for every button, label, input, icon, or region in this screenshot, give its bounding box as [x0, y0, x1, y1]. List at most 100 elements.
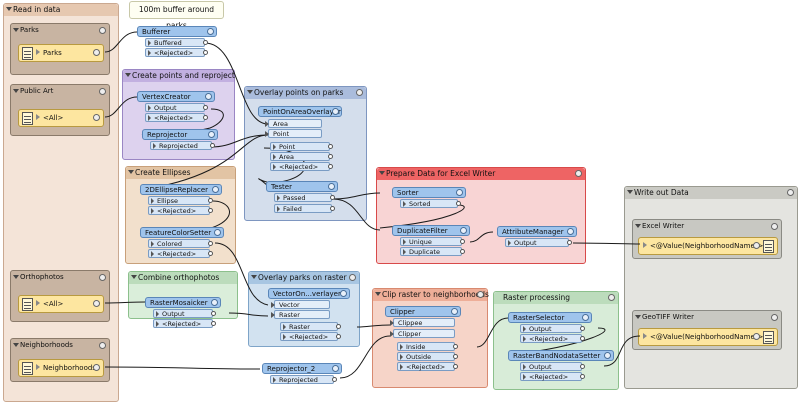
gear-icon[interactable]: [205, 93, 212, 100]
gear-icon[interactable]: [211, 299, 218, 306]
gear-icon[interactable]: [567, 228, 574, 235]
port-connector-icon[interactable]: [330, 195, 335, 200]
port-connector-icon[interactable]: [203, 115, 208, 120]
output-port-icon[interactable]: [36, 300, 40, 306]
collapse-icon[interactable]: [635, 315, 641, 319]
port-connector-icon[interactable]: [336, 334, 341, 339]
feature-type-public-art[interactable]: <All>: [18, 109, 104, 127]
feature-type-parks[interactable]: Parks: [18, 44, 104, 62]
reader-public-art[interactable]: Public Art <All>: [10, 84, 110, 136]
gear-icon[interactable]: [99, 27, 106, 34]
reader-orthophotos[interactable]: Orthophotos <All>: [10, 270, 110, 322]
gear-icon[interactable]: [208, 131, 215, 138]
output-port-point[interactable]: Point: [270, 142, 333, 151]
input-port-raster[interactable]: Raster: [271, 310, 330, 319]
gear-icon[interactable]: [340, 290, 347, 297]
gear-icon[interactable]: [328, 183, 335, 190]
port-connector-icon[interactable]: [208, 251, 213, 256]
collapse-icon[interactable]: [131, 275, 137, 279]
output-port-output[interactable]: Output: [153, 309, 216, 318]
port-connector-icon[interactable]: [211, 311, 216, 316]
output-port-output[interactable]: Output: [145, 103, 208, 112]
port-connector-icon[interactable]: [208, 198, 213, 203]
feature-type-neighborhoods[interactable]: Neighborhoods: [18, 359, 104, 377]
gear-icon[interactable]: [608, 294, 615, 301]
feature-type-excel[interactable]: <@Value(NeighborhoodName)>: [638, 237, 778, 255]
output-port-rejected[interactable]: <Rejected>: [270, 162, 333, 171]
output-port-rejected[interactable]: <Rejected>: [148, 206, 213, 215]
transformer-vertexcreator[interactable]: VertexCreator Output <Rejected>: [137, 91, 215, 125]
port-connector-icon[interactable]: [580, 336, 585, 341]
gear-icon[interactable]: [356, 89, 363, 96]
gear-icon[interactable]: [349, 274, 356, 281]
port-connector-icon[interactable]: [211, 321, 216, 326]
gear-icon[interactable]: [771, 223, 778, 230]
gear-icon[interactable]: [99, 88, 106, 95]
gear-icon[interactable]: [212, 186, 219, 193]
port-connector-icon[interactable]: [336, 324, 341, 329]
feature-type-geotiff[interactable]: <@Value(NeighborhoodName)>: [638, 328, 778, 346]
output-port-rejected[interactable]: <Rejected>: [148, 249, 213, 258]
port-connector-icon[interactable]: [330, 206, 335, 211]
transformer-rastermosaicker[interactable]: RasterMosaicker Output <Rejected>: [145, 297, 221, 331]
gear-icon[interactable]: [93, 300, 100, 307]
port-connector-icon[interactable]: [580, 364, 585, 369]
collapse-icon[interactable]: [13, 275, 19, 279]
transformer-rasterbandnodatasetter[interactable]: RasterBandNodataSetter Output <Rejected>: [508, 350, 614, 384]
port-connector-icon[interactable]: [580, 326, 585, 331]
port-connector-icon[interactable]: [210, 143, 215, 148]
gear-icon[interactable]: [99, 274, 106, 281]
input-port-clippee[interactable]: Clippee: [390, 318, 455, 327]
gear-icon[interactable]: [753, 333, 760, 340]
output-port-ellipse[interactable]: Ellipse: [148, 196, 213, 205]
port-connector-icon[interactable]: [208, 208, 213, 213]
port-connector-icon[interactable]: [332, 377, 337, 382]
port-connector-icon[interactable]: [453, 344, 458, 349]
gear-icon[interactable]: [93, 114, 100, 121]
collapse-icon[interactable]: [125, 73, 131, 77]
collapse-icon[interactable]: [13, 28, 19, 32]
port-connector-icon[interactable]: [328, 144, 333, 149]
feature-type-orthophotos[interactable]: <All>: [18, 295, 104, 313]
collapse-icon[interactable]: [128, 170, 134, 174]
gear-icon[interactable]: [93, 49, 100, 56]
output-port-output[interactable]: Output: [520, 362, 585, 371]
output-port-failed[interactable]: Failed: [274, 204, 335, 213]
gear-icon[interactable]: [207, 28, 214, 35]
output-port-rejected[interactable]: <Rejected>: [520, 372, 585, 381]
port-connector-icon[interactable]: [460, 239, 465, 244]
gear-icon[interactable]: [771, 314, 778, 321]
gear-icon[interactable]: [460, 227, 467, 234]
output-port-inside[interactable]: Inside: [397, 342, 458, 351]
output-port-rejected[interactable]: <Rejected>: [153, 319, 216, 328]
collapse-icon[interactable]: [13, 343, 19, 347]
annotation-note[interactable]: 100m buffer around parks: [129, 1, 224, 30]
input-port-clipper[interactable]: Clipper: [390, 329, 455, 338]
output-port-outside[interactable]: Outside: [397, 352, 458, 361]
reader-parks[interactable]: Parks Parks: [10, 23, 110, 75]
gear-icon[interactable]: [99, 342, 106, 349]
input-port-point[interactable]: Point: [265, 129, 322, 138]
transformer-rasterselector[interactable]: RasterSelector Output <Rejected>: [508, 312, 592, 346]
transformer-attributemanager[interactable]: AttributeManager Output: [497, 226, 577, 250]
transformer-2dellipsereplacer[interactable]: 2DEllipseReplacer Ellipse <Rejected>: [140, 184, 222, 218]
output-port-icon[interactable]: [36, 114, 40, 120]
output-port-icon[interactable]: [36, 49, 40, 55]
transformer-sorter[interactable]: Sorter Sorted: [392, 187, 466, 211]
output-port-sorted[interactable]: Sorted: [400, 199, 461, 208]
collapse-icon[interactable]: [627, 190, 633, 194]
gear-icon[interactable]: [477, 291, 484, 298]
output-port-rejected[interactable]: <Rejected>: [145, 113, 208, 122]
transformer-pointonareaoverlayer[interactable]: Area Point PointOnAreaOverlayer Point Ar…: [258, 106, 342, 174]
output-port-rejected[interactable]: <Rejected>: [145, 48, 208, 57]
output-port-output[interactable]: Output: [505, 238, 572, 247]
port-connector-icon[interactable]: [456, 201, 461, 206]
output-port-rejected[interactable]: <Rejected>: [397, 362, 458, 371]
transformer-duplicatefilter[interactable]: DuplicateFilter Unique Duplicate: [392, 225, 470, 259]
output-port-passed[interactable]: Passed: [274, 193, 335, 202]
transformer-featurecolorsetter[interactable]: FeatureColorSetter Colored <Rejected>: [140, 227, 224, 261]
input-port-icon[interactable]: [643, 333, 647, 339]
output-port-colored[interactable]: Colored: [148, 239, 213, 248]
port-connector-icon[interactable]: [328, 154, 333, 159]
collapse-icon[interactable]: [251, 275, 257, 279]
